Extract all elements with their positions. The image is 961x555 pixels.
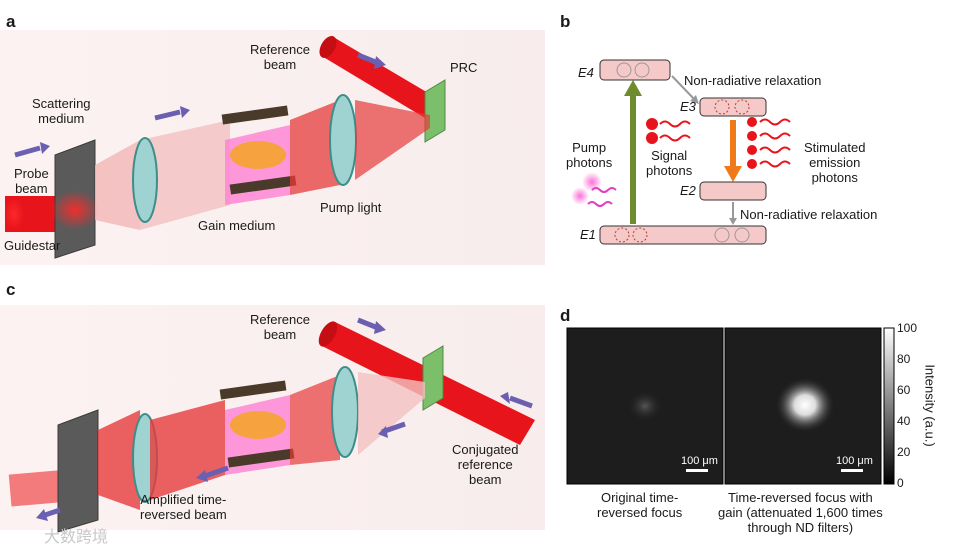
cbar-tick-100: 100	[897, 321, 918, 335]
cbar-tick-20: 20	[897, 445, 911, 459]
cbar-tick-40: 40	[897, 414, 911, 428]
panel-d-letter: d	[560, 306, 571, 325]
colorbar-label: Intensity (a.u.)	[922, 364, 938, 447]
nonrad-top-label: Non-radiative relaxation	[684, 73, 822, 88]
cbar-tick-0: 0	[897, 476, 904, 490]
panel-b-energy-diagram	[571, 59, 791, 245]
cbar-tick-60: 60	[897, 383, 911, 397]
caption-left: Original time-reversed focus	[597, 490, 683, 520]
panel-b-letter: b	[560, 12, 571, 31]
scale-bar-left-label: 100 μm	[681, 455, 718, 467]
cbar-tick-80: 80	[897, 352, 911, 366]
guidestar-label: Guidestar	[4, 238, 61, 253]
level-e3: E3	[680, 99, 696, 114]
panel-d-images	[566, 327, 895, 485]
level-e1: E1	[580, 227, 596, 242]
scale-bar-right-label: 100 μm	[836, 455, 873, 467]
prc-label: PRC	[450, 60, 478, 75]
watermark: 大数跨境	[44, 529, 109, 546]
gain-medium-label: Gain medium	[198, 218, 276, 233]
pump-light-label: Pump light	[320, 200, 382, 215]
nonrad-bottom-label: Non-radiative relaxation	[740, 207, 878, 222]
panel-a-illustration	[0, 30, 545, 265]
panel-a-letter: a	[6, 12, 16, 31]
amplified-beam-label: Amplified time-reversed beam	[140, 492, 227, 522]
panel-c-illustration	[0, 305, 545, 533]
panel-c-letter: c	[6, 280, 16, 299]
level-e2: E2	[680, 183, 696, 198]
level-e4: E4	[578, 65, 594, 80]
